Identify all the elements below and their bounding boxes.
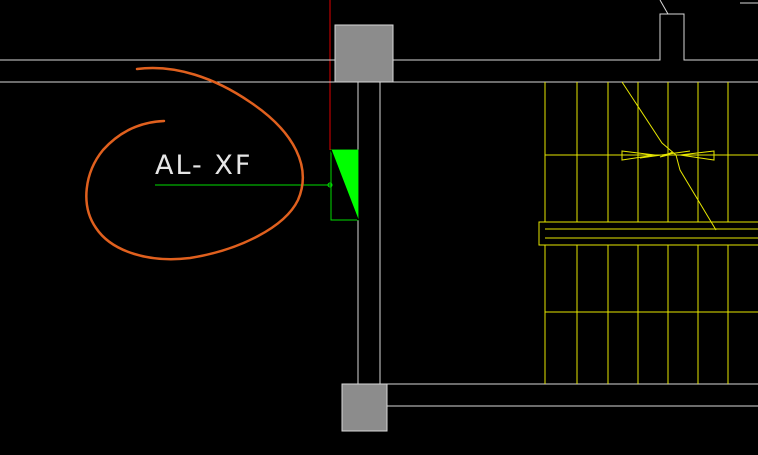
panel-symbol[interactable] — [330, 149, 359, 221]
column-top[interactable] — [334, 24, 394, 83]
column-bottom[interactable] — [341, 383, 388, 432]
stair-section[interactable] — [538, 82, 758, 384]
vertical-wall — [357, 82, 381, 385]
bottom-wall — [386, 383, 758, 407]
stair-break-symbol — [621, 81, 717, 231]
top-wall — [0, 0, 758, 83]
panel-label[interactable]: AL- XF — [155, 150, 252, 181]
markup-circle[interactable] — [85, 66, 304, 261]
label-leader-line — [155, 182, 333, 188]
